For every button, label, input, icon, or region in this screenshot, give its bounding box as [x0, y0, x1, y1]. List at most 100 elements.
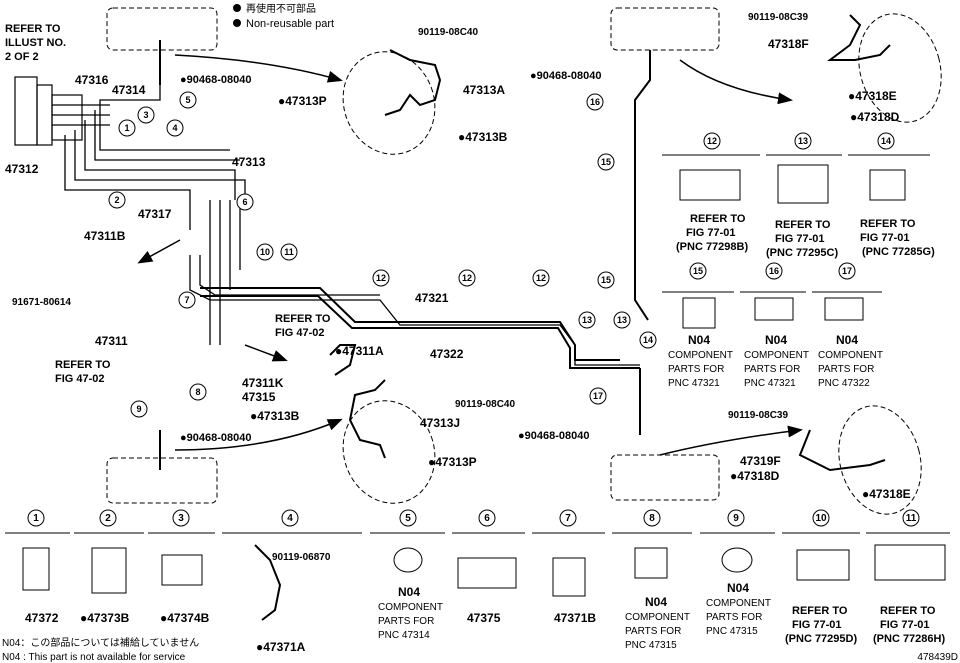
svg-text:16: 16	[769, 266, 779, 276]
diagram-id: 478439D	[917, 652, 958, 663]
callout-13a: 13	[578, 311, 596, 329]
label-47313A: 47313A	[463, 83, 505, 97]
svg-text:16: 16	[590, 97, 600, 107]
svg-text:COMPONENT: COMPONENT	[706, 598, 771, 609]
svg-text:1: 1	[33, 513, 39, 524]
svg-text:5: 5	[185, 95, 190, 105]
callout-1: 1	[118, 119, 136, 137]
callout-4: 4	[166, 119, 184, 137]
callout-12a: 12	[372, 269, 390, 287]
bottom-panel-11: 11 REFER TO FIG 77-01 (PNC 77286H)	[866, 509, 950, 645]
callout-6: 6	[236, 193, 254, 211]
bottom-panel-4: 4 90119-06870 ●47371A	[222, 509, 362, 654]
footer: N04：この部品については補給していません N04 : This part is…	[2, 636, 958, 663]
brake-hoses	[329, 14, 891, 472]
svg-text:COMPONENT: COMPONENT	[744, 350, 809, 361]
bottom-panel-1: 1 47372	[5, 509, 70, 625]
panel-15: 15 N04 COMPONENT PARTS FOR PNC 47321	[668, 262, 733, 389]
label-47313P-top: ●47313P	[278, 94, 327, 108]
callout-15b: 15	[597, 271, 615, 289]
svg-text:10: 10	[260, 247, 270, 257]
svg-text:1: 1	[124, 123, 129, 133]
svg-text:N04: N04	[836, 333, 858, 347]
svg-text:REFER TO: REFER TO	[792, 605, 848, 617]
callout-9: 9	[130, 400, 148, 418]
svg-text:9: 9	[733, 513, 739, 524]
diagram-callouts: 1 2 3 4 5 6 7 8 9 10 11 12 12 12 13 13 1…	[108, 91, 657, 418]
svg-text:4: 4	[287, 513, 293, 524]
label-90119-08C40-mid: 90119-08C40	[455, 399, 515, 410]
label-47313B-left: ●47313B	[250, 409, 300, 423]
svg-text:FIG 77-01: FIG 77-01	[792, 619, 842, 631]
svg-text:FIG 77-01: FIG 77-01	[860, 232, 910, 244]
panel-12: 12 REFER TO FIG 77-01 (PNC 77298B)	[676, 132, 748, 253]
bottom-parts-row: 1 47372 2 ●47373B 3 ●47374B 4 90119-0687…	[0, 509, 958, 654]
svg-text:PNC 47314: PNC 47314	[378, 630, 430, 641]
ref-fig4702-a-line2: FIG 47-02	[275, 327, 325, 339]
label-90119-08C39-bottom: 90119-08C39	[728, 410, 788, 421]
svg-text:COMPONENT: COMPONENT	[625, 612, 690, 623]
svg-text:8: 8	[195, 387, 200, 397]
legend: 再使用不可部品 Non-reusable part	[233, 2, 334, 30]
label-90468-top: ●90468-08040	[180, 74, 251, 86]
label-47318F: 47318F	[768, 37, 809, 51]
svg-text:FIG 77-01: FIG 77-01	[686, 227, 736, 239]
svg-text:FIG 77-01: FIG 77-01	[775, 233, 825, 245]
svg-text:N04: N04	[645, 595, 667, 609]
part-labels: REFER TO ILLUST NO. 2 OF 2 47316 47314 ●…	[5, 12, 911, 501]
label-47318D-bottom: ●47318D	[730, 469, 780, 483]
svg-text:N04: N04	[765, 333, 787, 347]
svg-text:REFER TO: REFER TO	[880, 605, 936, 617]
callout-13b: 13	[613, 311, 631, 329]
svg-text:PNC 47321: PNC 47321	[744, 378, 796, 389]
label-90119-08C39-top: 90119-08C39	[748, 12, 808, 23]
svg-text:12: 12	[536, 273, 546, 283]
svg-text:N04: N04	[688, 333, 710, 347]
panel-14: 14 REFER TO FIG 77-01 (PNC 77285G)	[860, 132, 935, 258]
bottom-panel-10: 10 REFER TO FIG 77-01 (PNC 77295D)	[782, 509, 860, 645]
bottom-panel-7: 7 47371B	[532, 509, 605, 625]
svg-text:REFER TO: REFER TO	[775, 219, 831, 231]
svg-text:15: 15	[601, 157, 611, 167]
svg-text:7: 7	[565, 513, 571, 524]
svg-text:4: 4	[172, 123, 177, 133]
ref-illust-line3: 2 OF 2	[5, 51, 39, 63]
svg-text:PARTS FOR: PARTS FOR	[668, 364, 724, 375]
svg-text:PNC 47315: PNC 47315	[625, 640, 677, 651]
svg-text:17: 17	[593, 391, 603, 401]
svg-text:N04: N04	[398, 585, 420, 599]
bottom-panel-5: 5 N04 COMPONENT PARTS FOR PNC 47314	[370, 509, 445, 641]
ref-fig4702-b-line2: FIG 47-02	[55, 373, 105, 385]
bottom-panel-6: 6 47375	[452, 509, 525, 625]
svg-text:9: 9	[136, 404, 141, 414]
callout-16: 16	[586, 93, 604, 111]
svg-text:11: 11	[284, 247, 294, 257]
svg-text:8: 8	[649, 513, 655, 524]
svg-text:(PNC 77298B): (PNC 77298B)	[676, 241, 748, 253]
label-47322: 47322	[430, 347, 464, 361]
svg-text:6: 6	[242, 197, 247, 207]
main-brake-pipes	[159, 40, 651, 470]
label-90468-right-bottom: ●90468-08040	[518, 430, 589, 442]
svg-text:2: 2	[114, 195, 119, 205]
callout-2: 2	[108, 191, 126, 209]
svg-text:7: 7	[184, 295, 189, 305]
svg-text:(PNC 77295C): (PNC 77295C)	[766, 247, 838, 259]
svg-text:12: 12	[462, 273, 472, 283]
label-47313B-top: ●47313B	[458, 130, 508, 144]
callout-8: 8	[189, 383, 207, 401]
svg-text:47371B: 47371B	[554, 611, 596, 625]
callout-12c: 12	[532, 269, 550, 287]
callout-15a: 15	[597, 153, 615, 171]
svg-text:6: 6	[484, 513, 490, 524]
svg-text:10: 10	[815, 513, 827, 524]
legend-reusable-en: Non-reusable part	[246, 18, 334, 30]
footer-note-jp: N04：この部品については補給していません	[2, 636, 199, 649]
svg-text:REFER TO: REFER TO	[690, 213, 746, 225]
footer-note-en: N04 : This part is not available for ser…	[2, 652, 186, 663]
svg-text:PNC 47315: PNC 47315	[706, 626, 758, 637]
svg-text:PARTS FOR: PARTS FOR	[706, 612, 762, 623]
svg-text:3: 3	[143, 110, 148, 120]
callout-12b: 12	[458, 269, 476, 287]
